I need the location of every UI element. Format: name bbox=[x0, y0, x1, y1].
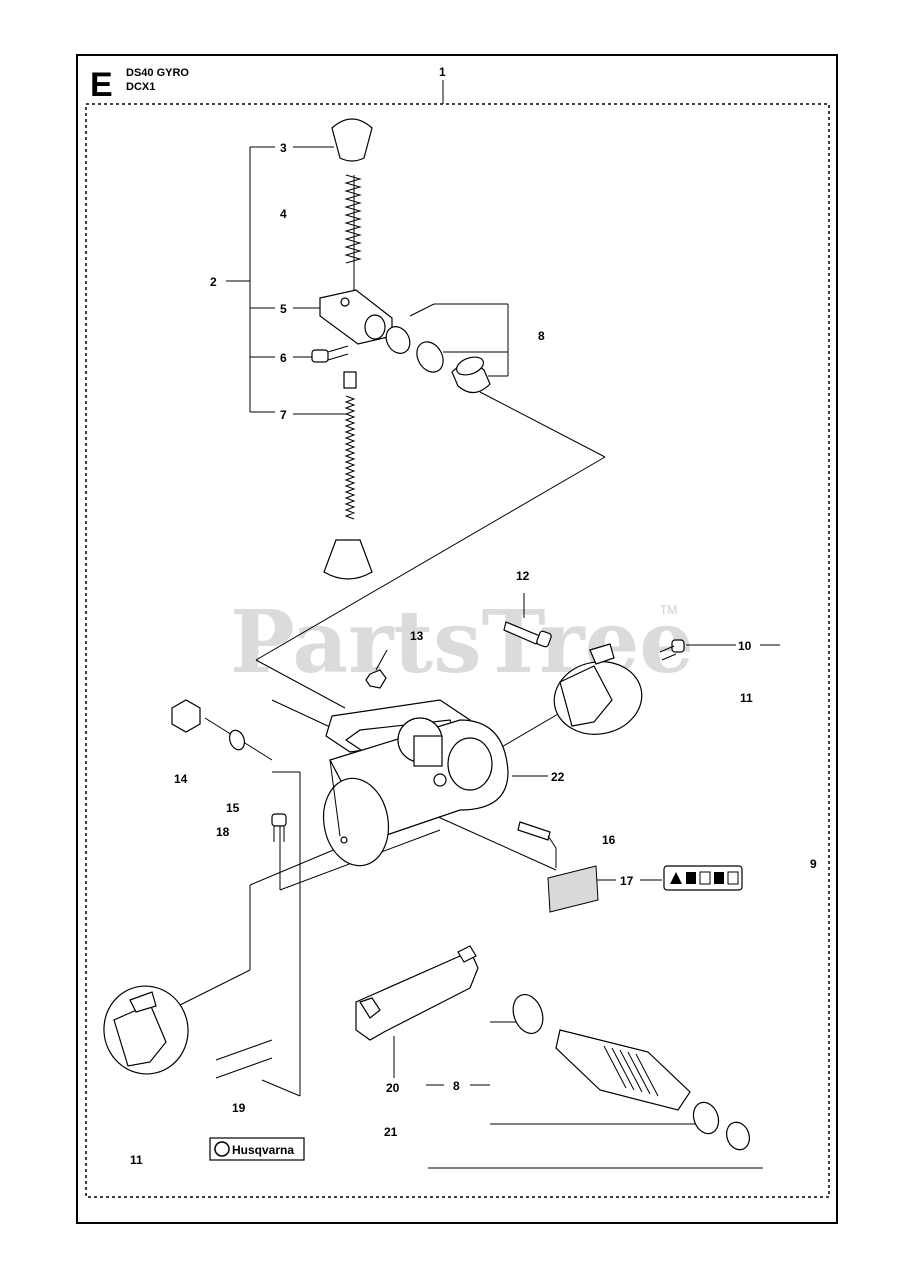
spring-part bbox=[344, 174, 362, 295]
clamp-body-part bbox=[322, 699, 509, 867]
watermark-trademark: TM bbox=[660, 603, 677, 617]
warning-label-part bbox=[547, 865, 743, 913]
callout-18: 18 bbox=[216, 825, 230, 839]
callout-10: 10 bbox=[738, 639, 752, 653]
outer-frame bbox=[76, 54, 838, 1224]
shaft-assembly-part bbox=[512, 994, 750, 1151]
clamp-block-part bbox=[319, 289, 393, 345]
section-letter: E bbox=[90, 66, 113, 104]
callout-21: 21 bbox=[384, 1125, 398, 1139]
end-cap-upper-part bbox=[553, 643, 643, 735]
callout-19: 19 bbox=[232, 1101, 246, 1115]
model-line-1: DS40 GYRO bbox=[126, 67, 189, 79]
callout-13: 13 bbox=[410, 629, 424, 643]
callout-12: 12 bbox=[516, 569, 530, 583]
nut-washer-part bbox=[171, 699, 246, 751]
handle-bracket-part bbox=[355, 945, 479, 1041]
leader-lines bbox=[179, 146, 780, 1169]
screw-10-part bbox=[659, 639, 685, 661]
callout-6: 6 bbox=[280, 351, 287, 365]
husqvarna-logo: Husqvarna bbox=[209, 1137, 305, 1161]
screw-part bbox=[311, 345, 349, 363]
callout-5: 5 bbox=[280, 302, 287, 316]
brand-logo-text: Husqvarna bbox=[232, 1143, 294, 1157]
callout-20: 20 bbox=[386, 1081, 400, 1095]
screw-18-part bbox=[271, 813, 287, 842]
callout-14: 14 bbox=[174, 772, 188, 786]
knob-top-part bbox=[331, 118, 373, 162]
washer-set-part bbox=[385, 326, 491, 394]
callout-11-upper: 11 bbox=[740, 691, 753, 705]
rod-part bbox=[323, 371, 373, 580]
callout-8-upper: 8 bbox=[538, 329, 545, 343]
callout-22: 22 bbox=[551, 770, 565, 784]
group-2-bracket bbox=[226, 146, 275, 413]
callout-15: 15 bbox=[226, 801, 240, 815]
callout-1: 1 bbox=[439, 65, 446, 79]
callout-11-lower: 11 bbox=[130, 1153, 143, 1167]
callout-7: 7 bbox=[280, 408, 287, 422]
callout-9: 9 bbox=[810, 857, 817, 871]
callout-4: 4 bbox=[280, 207, 287, 221]
callout-3: 3 bbox=[280, 141, 287, 155]
callout-16: 16 bbox=[602, 833, 616, 847]
end-cap-lower-part bbox=[103, 985, 189, 1075]
callout-17: 17 bbox=[620, 874, 634, 888]
model-line-2: DCX1 bbox=[126, 81, 155, 93]
screw-16-part bbox=[517, 821, 557, 868]
bolt-part bbox=[503, 621, 552, 648]
callout-2: 2 bbox=[210, 275, 217, 289]
callout-8-lower: 8 bbox=[453, 1079, 460, 1093]
nut-part bbox=[365, 669, 387, 689]
